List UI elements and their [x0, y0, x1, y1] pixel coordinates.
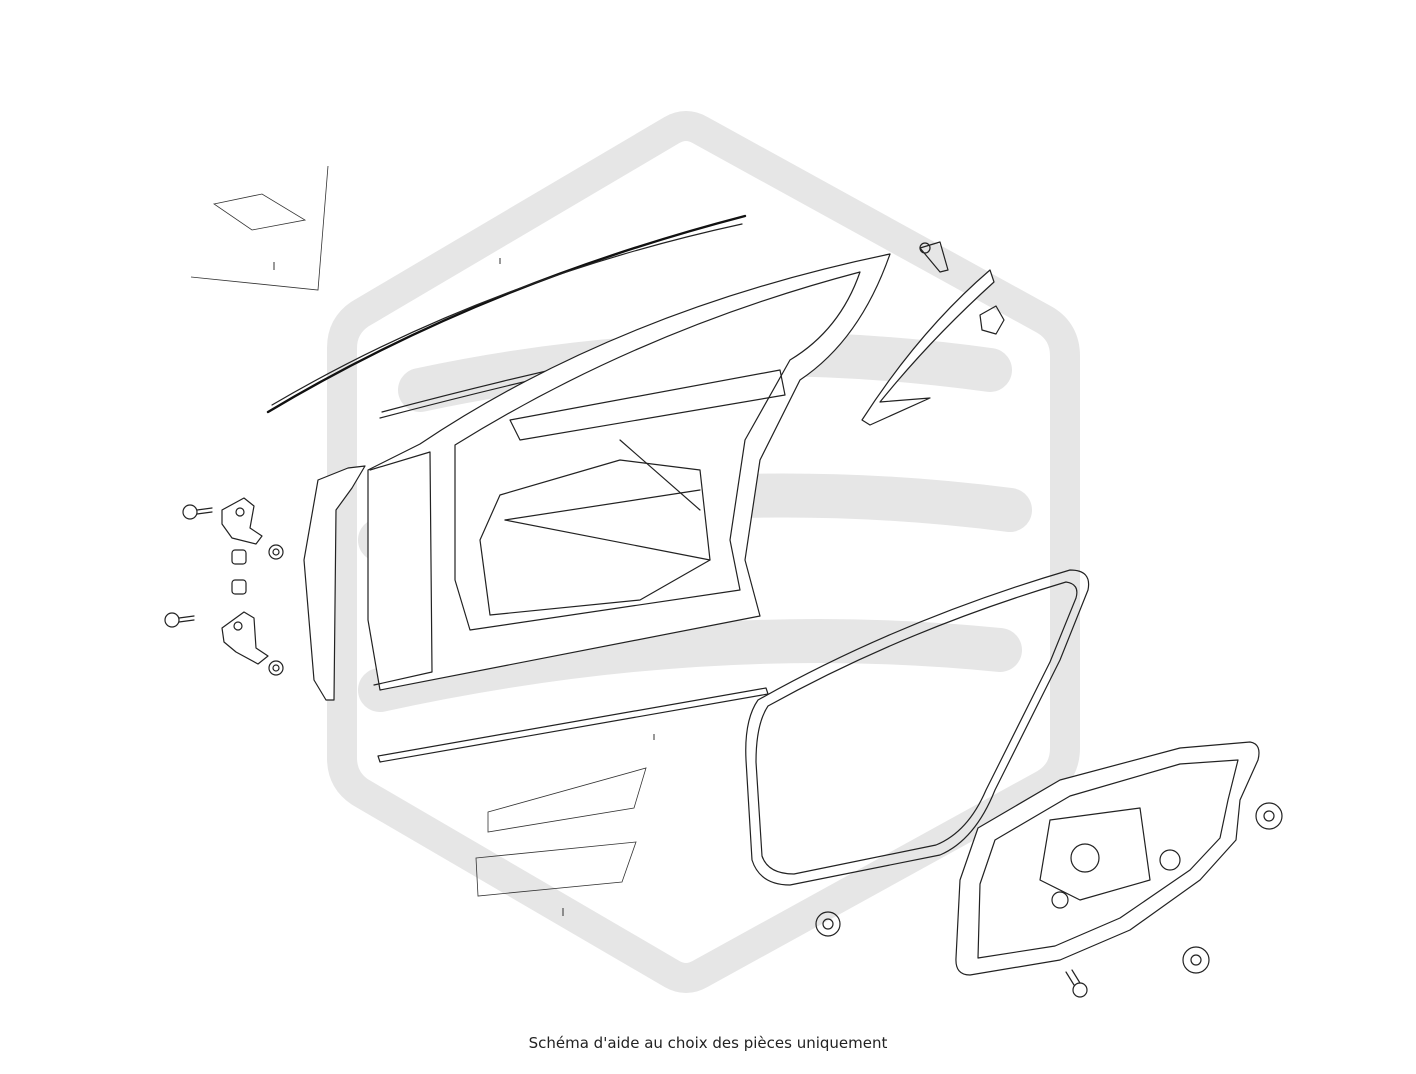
- pillar-clip: [979, 305, 1005, 335]
- door-frame: [367, 253, 891, 691]
- hinge-seal-panel: [303, 465, 366, 701]
- hinge-bolt-upper: [182, 504, 213, 520]
- pillar-screw: [919, 241, 949, 273]
- label-sticker: [190, 165, 329, 291]
- film-sheet: [475, 767, 647, 916]
- speaker-plug: [815, 802, 1283, 974]
- upper-hinge: [221, 497, 263, 545]
- hinge-bolt-lower: [164, 612, 195, 628]
- diagram-caption: Schéma d'aide au choix des pièces unique…: [528, 1034, 888, 1052]
- hinge-nut: [268, 544, 284, 676]
- panel-screw: [1065, 969, 1088, 998]
- grommet: [231, 549, 247, 595]
- lower-hinge: [221, 611, 269, 665]
- rear-pillar-trim: [861, 269, 995, 426]
- window-regulator-panel: [955, 741, 1260, 976]
- door-seal: [745, 569, 1090, 886]
- roof-trim-strip: [266, 214, 747, 414]
